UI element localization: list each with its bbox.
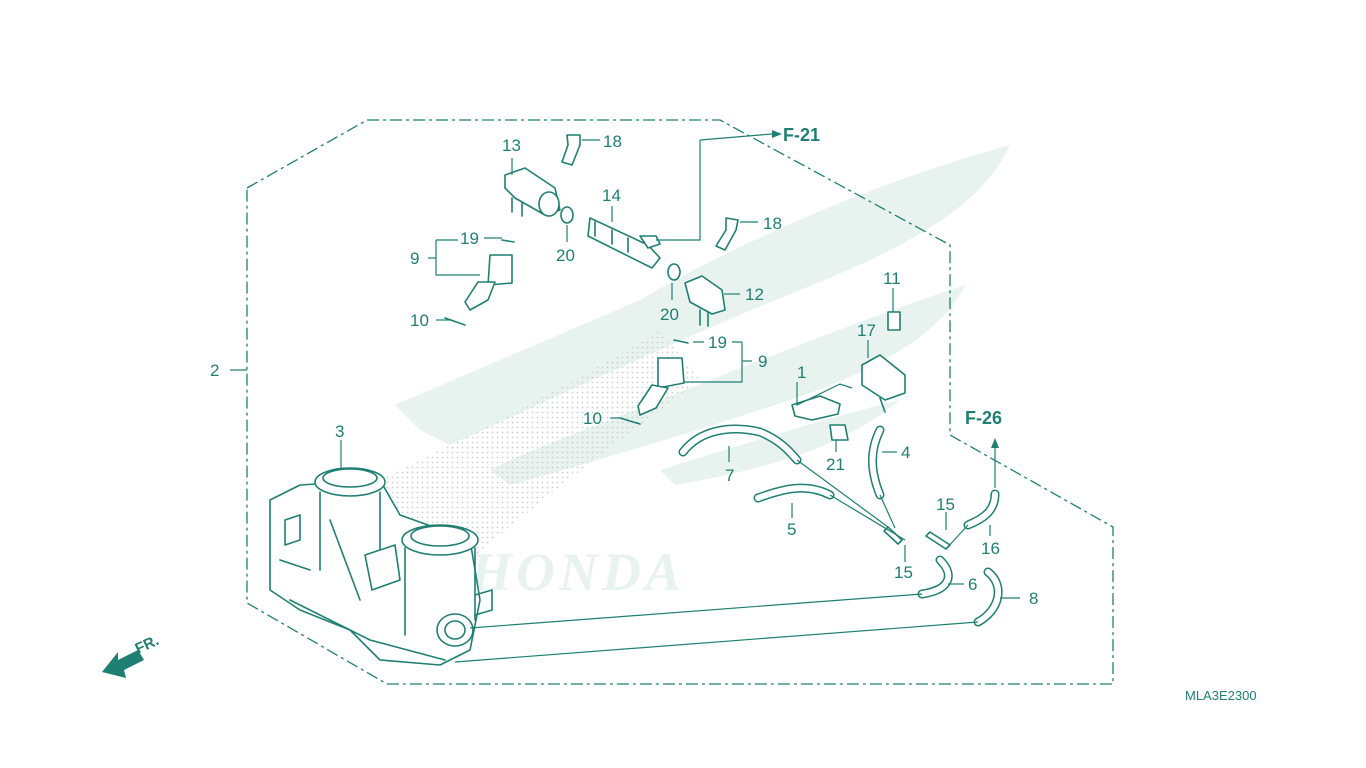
sensor-17 <box>861 311 906 413</box>
label-part-16: 16 <box>981 539 1000 558</box>
label-part-19-lower: 19 <box>708 333 727 352</box>
label-part-21: 21 <box>826 455 845 474</box>
label-part-8: 8 <box>1029 589 1038 608</box>
label-part-20-lower: 20 <box>660 305 679 324</box>
label-part-10-lower: 10 <box>583 409 602 428</box>
assembly-outline <box>246 119 1114 685</box>
o-ring-upper <box>560 206 574 224</box>
fuel-rail <box>587 217 661 269</box>
label-part-15-lower: 15 <box>894 563 913 582</box>
connector-15-right <box>925 531 951 550</box>
front-arrow-icon <box>102 650 144 678</box>
injector-cap-13 <box>504 167 561 217</box>
part-labels: 1 2 3 4 5 6 7 8 9 9 10 10 11 12 13 14 15… <box>210 132 1038 608</box>
label-part-11: 11 <box>883 269 901 288</box>
hoses <box>678 424 1003 627</box>
label-part-14: 14 <box>602 186 621 205</box>
label-part-4: 4 <box>901 443 910 462</box>
label-part-3: 3 <box>335 422 344 441</box>
reference-f26[interactable]: F-26 <box>965 408 1002 428</box>
label-part-6: 6 <box>968 575 977 594</box>
injector-lower <box>619 339 689 425</box>
label-part-13: 13 <box>502 136 521 155</box>
injector-cap-12 <box>684 275 726 327</box>
label-part-18-lower: 18 <box>763 214 782 233</box>
front-label: FR. <box>133 632 162 658</box>
label-part-18-upper: 18 <box>603 132 622 151</box>
label-part-2: 2 <box>210 361 219 380</box>
label-part-9-lower: 9 <box>758 352 767 371</box>
diagram-code: MLA3E2300 <box>1185 688 1257 703</box>
o-ring-lower <box>667 263 681 281</box>
injector-upper <box>444 239 515 326</box>
front-indicator: FR. <box>102 632 162 678</box>
label-part-15-upper: 15 <box>936 495 955 514</box>
watermark-text: HONDA <box>469 542 685 602</box>
connection-lines <box>454 459 979 663</box>
label-part-20-upper: 20 <box>556 246 575 265</box>
label-part-9-upper: 9 <box>410 249 419 268</box>
label-part-17: 17 <box>857 321 876 340</box>
label-part-10-upper: 10 <box>410 311 429 330</box>
throttle-body <box>269 467 493 666</box>
label-part-7: 7 <box>725 466 734 485</box>
label-part-1: 1 <box>797 363 806 382</box>
label-part-12: 12 <box>745 285 764 304</box>
bracket-1 <box>791 395 841 421</box>
reference-f21[interactable]: F-21 <box>783 125 820 145</box>
label-part-5: 5 <box>787 520 796 539</box>
bolt-21 <box>829 424 849 441</box>
bolt-18-lower <box>715 217 739 251</box>
bolt-18-upper <box>561 134 581 166</box>
leader-lines <box>230 130 1020 599</box>
label-part-19-upper: 19 <box>460 229 479 248</box>
